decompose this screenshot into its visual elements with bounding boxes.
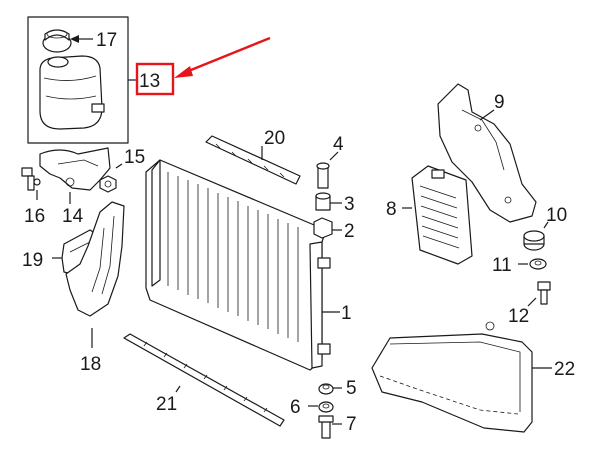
highlight-box [135,62,175,96]
reservoir-cap [42,29,72,53]
grommet-part-3 [315,192,331,211]
mount-bracket-part-9 [437,83,537,223]
bushing-part-5 [318,383,334,395]
seal-strip-part-20 [205,135,301,185]
lower-seal-part-21 [123,333,285,427]
expansion-tank [39,55,105,130]
radiator-part-1 [145,159,331,371]
callout-2: 2 [344,221,355,242]
washer-part-11 [529,258,547,270]
callout-1: 1 [341,303,352,324]
callout-20: 20 [264,128,285,149]
callout-12: 12 [508,306,529,327]
callout-17: 17 [96,30,117,51]
callout-21: 21 [156,394,177,415]
callout-6: 6 [290,397,301,418]
callout-8: 8 [386,199,397,220]
bolt-part-12 [537,281,551,305]
nut-part-15 [99,175,117,193]
callout-5: 5 [346,378,357,399]
highlight-arrow [185,36,271,74]
washer-part-6 [318,401,334,413]
callout-3: 3 [344,194,355,215]
callout-14: 14 [62,206,84,227]
bolt-part-16 [21,167,41,191]
cooler-part-8 [411,165,473,265]
callout-4: 4 [333,134,344,155]
callout-7: 7 [346,414,357,435]
highlight-arrowhead [174,66,193,78]
isolator-part-10 [523,230,545,251]
callout-22: 22 [554,359,575,380]
callout-18: 18 [80,354,101,375]
pin-part-4 [316,162,330,189]
air-duct-part-22 [371,321,533,433]
callout-9: 9 [494,92,505,113]
air-guide-part-18 [65,201,125,317]
callout-16: 16 [24,206,45,227]
callout-11: 11 [492,255,512,276]
callout-10: 10 [546,205,567,226]
callout-13: 13 [139,71,160,92]
callout-19: 19 [22,250,43,271]
bolt-part-7 [318,415,334,439]
bracket-part-14 [39,147,111,191]
mount-part-2 [313,217,333,239]
callout-15: 15 [124,147,145,168]
